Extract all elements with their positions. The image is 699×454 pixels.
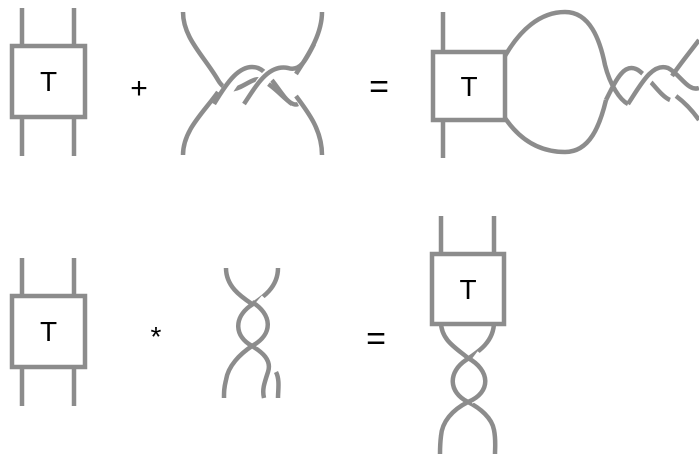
row2-result-label: T (459, 274, 476, 305)
row2-tangle-t: T (9, 258, 88, 406)
row1-result-tangle: T (430, 9, 699, 158)
row2-equals-sign: = (366, 320, 386, 358)
row2-result-tangle: T (429, 216, 507, 454)
row1-tangle-label: T (40, 66, 57, 97)
row2-tangle-label: T (40, 316, 57, 347)
row1-result-label: T (460, 71, 477, 102)
row1-horizontal-twist (180, 11, 325, 156)
row1-equals-sign: = (369, 68, 389, 106)
row2-vertical-twist (221, 267, 281, 399)
row1-tangle-t: T (9, 8, 88, 156)
row2-star-operator: * (151, 321, 162, 352)
row1-plus-operator: + (130, 72, 148, 105)
